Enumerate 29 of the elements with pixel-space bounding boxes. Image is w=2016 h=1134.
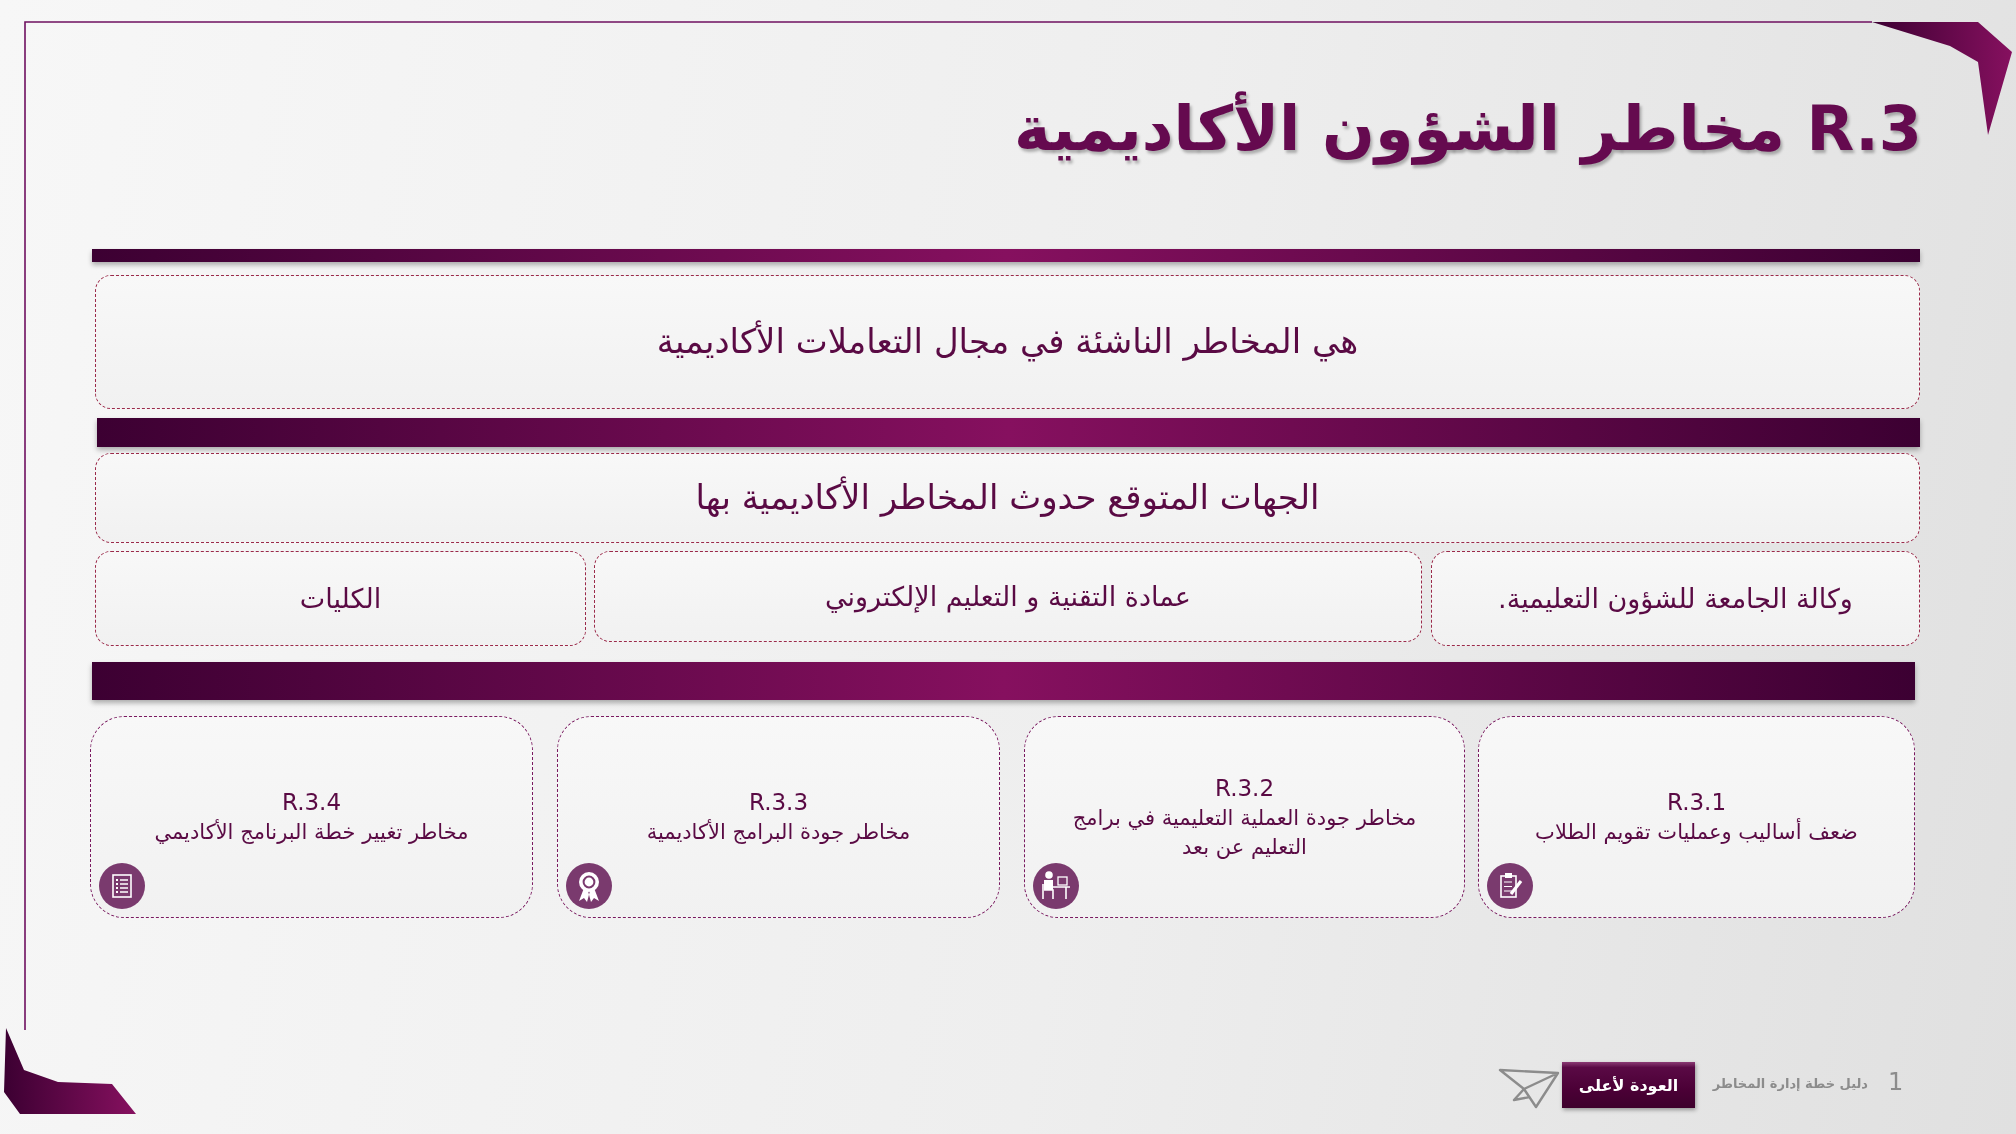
department-name: وكالة الجامعة للشؤون التعليمية.: [1498, 581, 1853, 617]
risk-code: R.3.4: [281, 788, 342, 818]
risk-code: R.3.1: [1666, 788, 1727, 818]
risk-code: R.3.3: [748, 788, 809, 818]
department-name: عمادة التقنية و التعليم الإلكتروني: [825, 579, 1191, 615]
department-box: [95, 551, 586, 646]
department-box: [1431, 551, 1920, 646]
divider-bar: [97, 418, 1920, 447]
page-number: 1: [1888, 1068, 1904, 1097]
department-box: [594, 551, 1422, 642]
definition-text: هي المخاطر الناشئة في مجال التعاملات الأكاديمية: [656, 319, 1359, 364]
heading-box: [95, 453, 1920, 543]
divider-bar: [92, 249, 1920, 262]
risk-title: مخاطر تغيير خطة البرنامج الأكاديمي: [154, 818, 469, 847]
back-to-top-button: العودة لأعلى: [1562, 1062, 1695, 1108]
risk-title: ضعف أساليب وعمليات تقويم الطلاب: [1535, 818, 1858, 847]
risk-card: [557, 716, 1000, 918]
divider-bar: [92, 662, 1915, 700]
risk-code: R.3.2: [1214, 773, 1275, 803]
department-name: الكليات: [299, 581, 382, 616]
risk-card: [90, 716, 533, 918]
risk-title: مخاطر جودة البرامج الأكاديمية: [646, 818, 911, 847]
risk-title: مخاطر جودة العملية التعليمية في برامج التعليم عن بعد: [1071, 804, 1418, 862]
risk-card: [1478, 716, 1915, 918]
heading-text: الجهات المتوقع حدوث المخاطر الأكاديمية بها: [695, 475, 1320, 520]
text-box: [95, 275, 1920, 409]
footer-text: دليل خطة إدارة المخاطر: [1712, 1076, 1868, 1092]
risk-card: [1024, 716, 1465, 918]
slide-title: R.3 مخاطر الشؤون الأكاديمية: [1014, 92, 1922, 167]
